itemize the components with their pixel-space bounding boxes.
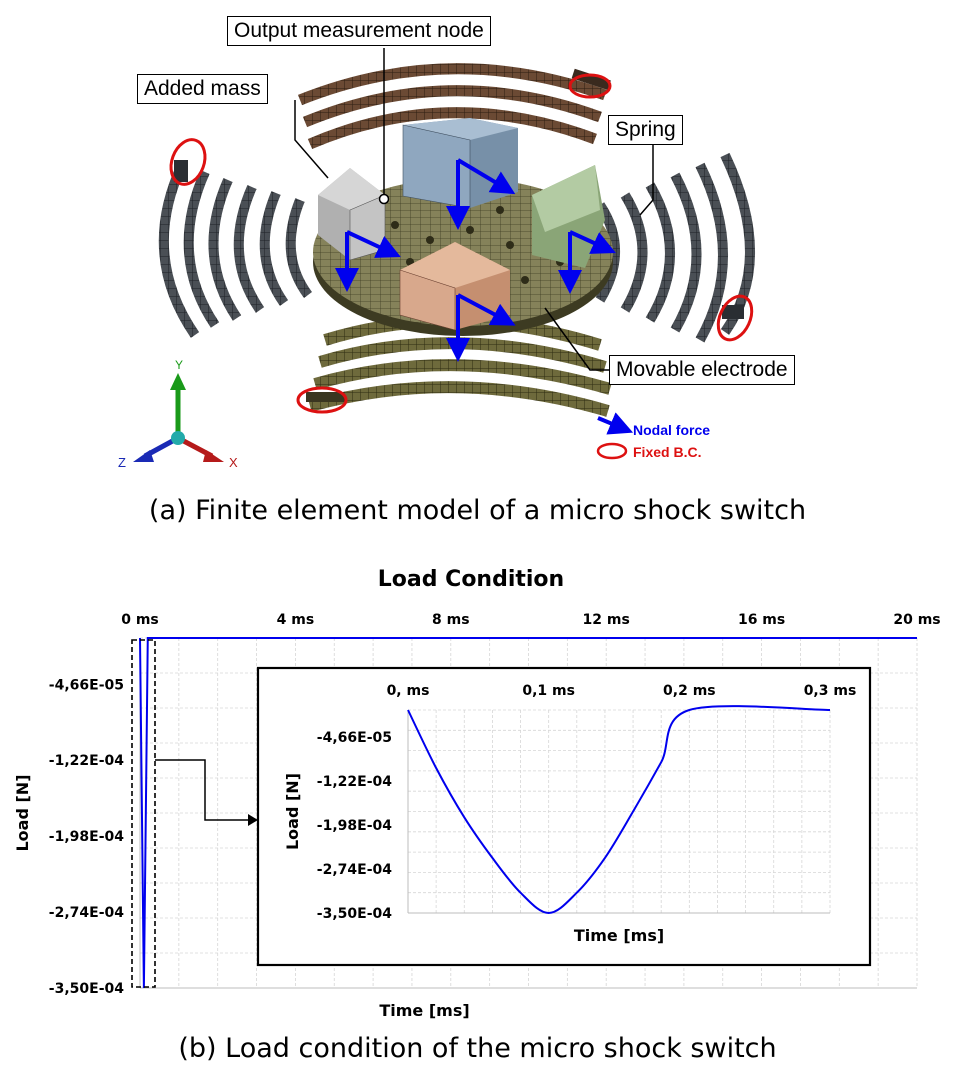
fe-model-illustration [133, 48, 755, 462]
triad-z-label: Z [118, 455, 126, 470]
callout-output-measurement-node: Output measurement node [227, 16, 491, 46]
nodal-force-legend-arrow [597, 412, 634, 435]
y-tick-label: -1,98E-04 [317, 818, 392, 834]
inset-frame [256, 666, 872, 967]
legend-fixed-bc: Fixed B.C. [633, 444, 702, 460]
zoom-highlight-box [131, 639, 156, 988]
zoom-connector [155, 759, 250, 821]
x-tick-label: 20 ms [893, 612, 940, 628]
y-axis-label: Load [N] [283, 773, 302, 850]
x-tick-label: 0,1 ms [522, 683, 575, 699]
fixed-bc-markers [169, 73, 754, 414]
triad-y-label: Y [175, 358, 184, 372]
series-line [139, 637, 917, 989]
chart-title: Load Condition [378, 567, 564, 592]
back-spring [297, 63, 607, 150]
y-tick-label: -4,66E-05 [317, 730, 392, 746]
x-tick-label: 0 ms [121, 612, 159, 628]
y-tick-label: -1,22E-04 [49, 753, 124, 769]
caption-a: (a) Finite element model of a micro shoc… [148, 495, 807, 526]
x-tick-label: 0, ms [387, 683, 430, 699]
y-tick-label: -2,74E-04 [49, 905, 124, 921]
y-tick-label: -3,50E-04 [49, 981, 124, 997]
x-axis-label: Time [ms] [574, 926, 664, 945]
series-line [407, 705, 831, 915]
y-axis-label: Load [N] [13, 774, 32, 851]
x-tick-label: 12 ms [583, 612, 630, 628]
y-tick-label: -1,98E-04 [49, 829, 124, 845]
fixed-bc-legend-ellipse [596, 442, 628, 460]
triad-x-label: X [229, 455, 238, 470]
callout-spring: Spring [608, 115, 683, 145]
x-tick-label: 0,3 ms [804, 683, 857, 699]
callout-added-mass: Added mass [137, 74, 268, 104]
y-tick-label: -4,66E-05 [49, 678, 124, 694]
inset-chart: 0, ms 0,1 ms 0,2 ms 0,3 ms -4,66E-05 -1,22E-0… [283, 683, 856, 945]
x-tick-label: 16 ms [738, 612, 785, 628]
x-tick-label: 8 ms [432, 612, 470, 628]
output-node-marker [378, 193, 390, 205]
right-mass [532, 165, 605, 268]
load-condition-chart: 0 ms 4 ms 8 ms 12 ms 16 ms 20 ms -4,66E-05 -1,2… [13, 567, 941, 1020]
y-tick-label: -1,22E-04 [317, 774, 392, 790]
nodal-force-arrows [335, 158, 616, 362]
y-tick-label: -2,74E-04 [317, 862, 392, 878]
left-spring [158, 162, 313, 338]
callout-movable-electrode: Movable electrode [609, 355, 795, 385]
legend-nodal-force: Nodal force [633, 422, 711, 438]
x-axis-label: Time [ms] [379, 1001, 469, 1020]
x-tick-label: 0,2 ms [663, 683, 716, 699]
x-tick-label: 4 ms [277, 612, 315, 628]
axis-triad [133, 373, 224, 462]
caption-b: (b) Load condition of the micro shock sw… [178, 1033, 777, 1064]
y-tick-label: -3,50E-04 [317, 906, 392, 922]
